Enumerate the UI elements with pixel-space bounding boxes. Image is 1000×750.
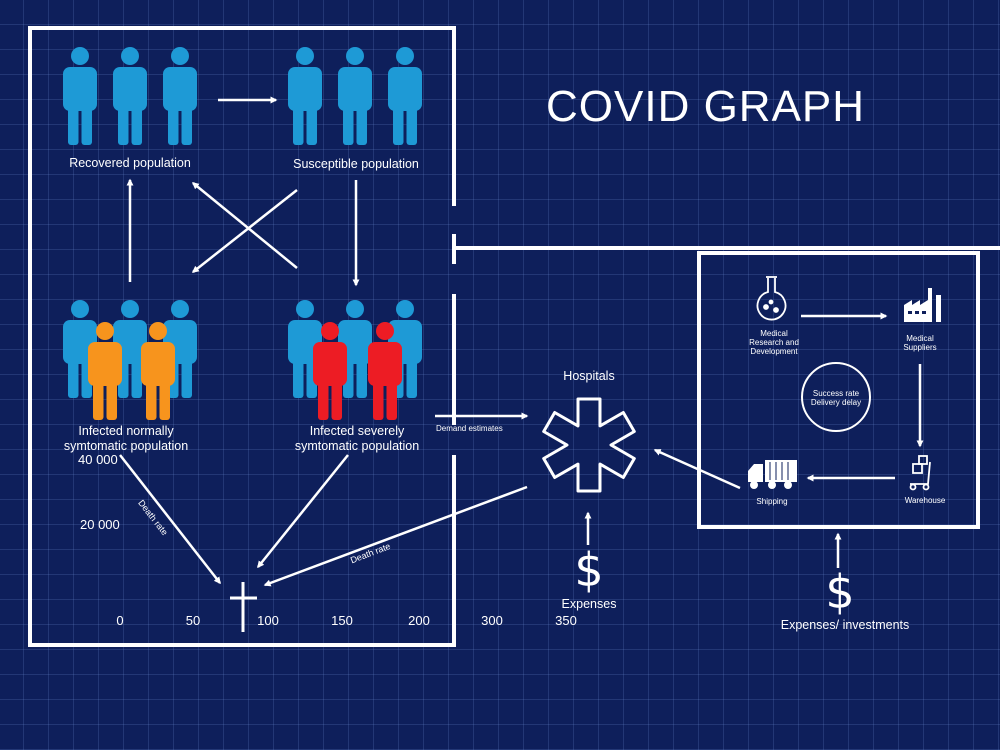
x-tick-label: 150 bbox=[331, 613, 353, 628]
demand-estimates-label: Demand estimates bbox=[436, 424, 503, 433]
warehouse-cart-icon bbox=[909, 455, 931, 491]
hospital-expenses-label: Expenses bbox=[561, 597, 617, 611]
shipping-label: Shipping bbox=[756, 497, 788, 506]
hospitals-label: Hospitals bbox=[563, 369, 615, 383]
flow-arrows bbox=[119, 96, 924, 587]
flask-icon bbox=[756, 276, 787, 321]
success-rate-label: Success rate Delivery delay bbox=[810, 389, 862, 407]
investment-dollar-icon: $ bbox=[825, 565, 855, 619]
cross-icon bbox=[230, 582, 257, 632]
frame-lines bbox=[28, 26, 1000, 647]
x-tick-label: 0 bbox=[116, 613, 124, 628]
warehouse-label: Warehouse bbox=[904, 496, 946, 505]
expenses-investments-label: Expenses/ investments bbox=[780, 618, 910, 632]
x-tick-label: 200 bbox=[408, 613, 430, 628]
y-tick-label: 20 000 bbox=[80, 517, 120, 532]
truck-icon bbox=[748, 460, 797, 489]
x-tick-label: 350 bbox=[555, 613, 577, 628]
susceptible-people-icon bbox=[288, 47, 422, 145]
x-tick-label: 100 bbox=[257, 613, 279, 628]
recovered-label: Recovered population bbox=[69, 156, 191, 170]
infected-normal-people-icon bbox=[63, 300, 197, 420]
infected-severe-label: Infected severely symtomatic population bbox=[294, 424, 420, 453]
success-rate-circle bbox=[801, 362, 871, 432]
suppliers-label: Medical Suppliers bbox=[903, 334, 937, 352]
research-label: Medical Research and Development bbox=[749, 329, 799, 356]
factory-icon bbox=[904, 288, 941, 322]
hospital-dollar-icon: $ bbox=[574, 543, 604, 597]
hospital-star-icon bbox=[542, 397, 636, 493]
x-tick-label: 50 bbox=[185, 613, 201, 628]
x-tick-label: 300 bbox=[481, 613, 503, 628]
susceptible-label: Susceptible population bbox=[293, 157, 419, 171]
y-tick-label: 40 000 bbox=[78, 452, 118, 467]
recovered-people-icon bbox=[63, 47, 197, 145]
infected-severe-people-icon bbox=[288, 300, 422, 420]
page-title: COVID GRAPH bbox=[546, 82, 866, 131]
infected-normal-label: Infected normally symtomatic population bbox=[63, 424, 189, 453]
